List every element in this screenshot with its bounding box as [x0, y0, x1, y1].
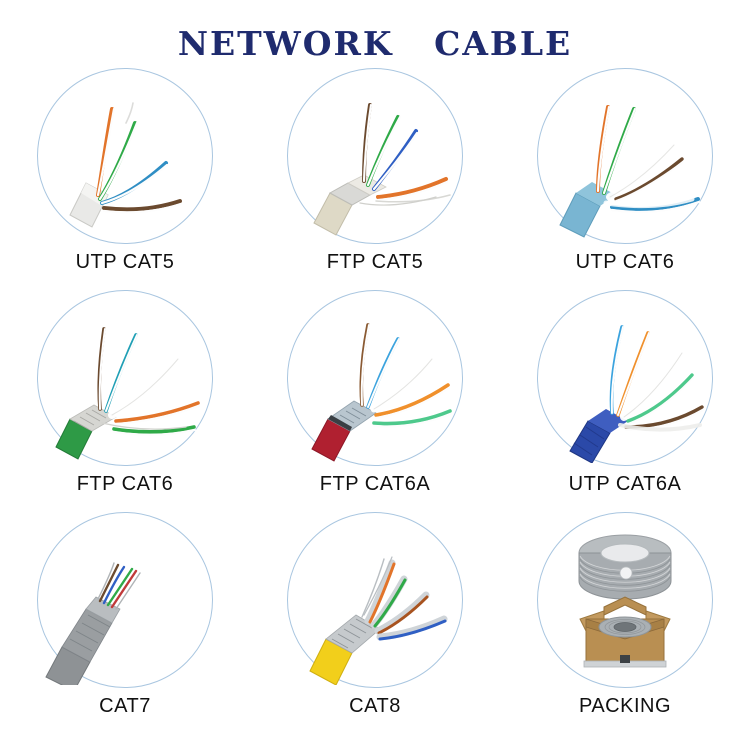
- product-label: UTP CAT5: [75, 251, 175, 273]
- product-label: CAT7: [99, 695, 151, 717]
- product-label: PACKING: [578, 695, 672, 717]
- product-label: CAT8: [349, 695, 401, 717]
- product-cell-utp-cat5[interactable]: UTP CAT5: [0, 68, 250, 290]
- cable-coil: [578, 534, 672, 600]
- product-label: FTP CAT6A: [319, 473, 431, 495]
- product-image-frame: [287, 68, 463, 244]
- cable-cat7-icon: [45, 562, 141, 685]
- product-image-frame: [37, 512, 213, 688]
- cable-utp-cat6-icon: [559, 105, 701, 238]
- product-image-frame: [537, 68, 713, 244]
- carton-box: [579, 596, 671, 668]
- product-cell-cat7[interactable]: CAT7: [0, 512, 250, 734]
- product-label: FTP CAT5: [326, 251, 424, 273]
- product-cell-ftp-cat5[interactable]: FTP CAT5: [250, 68, 500, 290]
- product-cell-utp-cat6[interactable]: UTP CAT6: [500, 68, 750, 290]
- product-image-frame: [287, 290, 463, 466]
- product-label: FTP CAT6: [76, 473, 174, 495]
- cable-ftp-cat5-icon: [313, 103, 451, 236]
- product-cell-utp-cat6a[interactable]: UTP CAT6A: [500, 290, 750, 512]
- product-image-frame: [537, 290, 713, 466]
- cable-ftp-cat6-icon: [55, 327, 200, 460]
- cable-cat8-icon: [309, 556, 448, 685]
- cable-utp-cat5-icon: [69, 102, 183, 228]
- product-cell-cat8[interactable]: CAT8: [250, 512, 500, 734]
- product-cell-packing[interactable]: PACKING: [500, 512, 750, 734]
- product-cell-ftp-cat6[interactable]: FTP CAT6: [0, 290, 250, 512]
- product-image-frame: [287, 512, 463, 688]
- packing-coil-and-box-icon: [578, 534, 672, 668]
- page-title: NETWORK CABLE: [177, 24, 573, 63]
- product-grid: UTP CAT5: [0, 68, 750, 734]
- product-image-frame: [37, 68, 213, 244]
- product-image-frame: [537, 512, 713, 688]
- product-cell-ftp-cat6a[interactable]: FTP CAT6A: [250, 290, 500, 512]
- product-label: UTP CAT6: [575, 251, 675, 273]
- cable-ftp-cat6a-icon: [311, 323, 452, 462]
- product-label: UTP CAT6A: [568, 473, 682, 495]
- product-image-frame: [37, 290, 213, 466]
- cable-utp-cat6a-icon: [569, 325, 704, 463]
